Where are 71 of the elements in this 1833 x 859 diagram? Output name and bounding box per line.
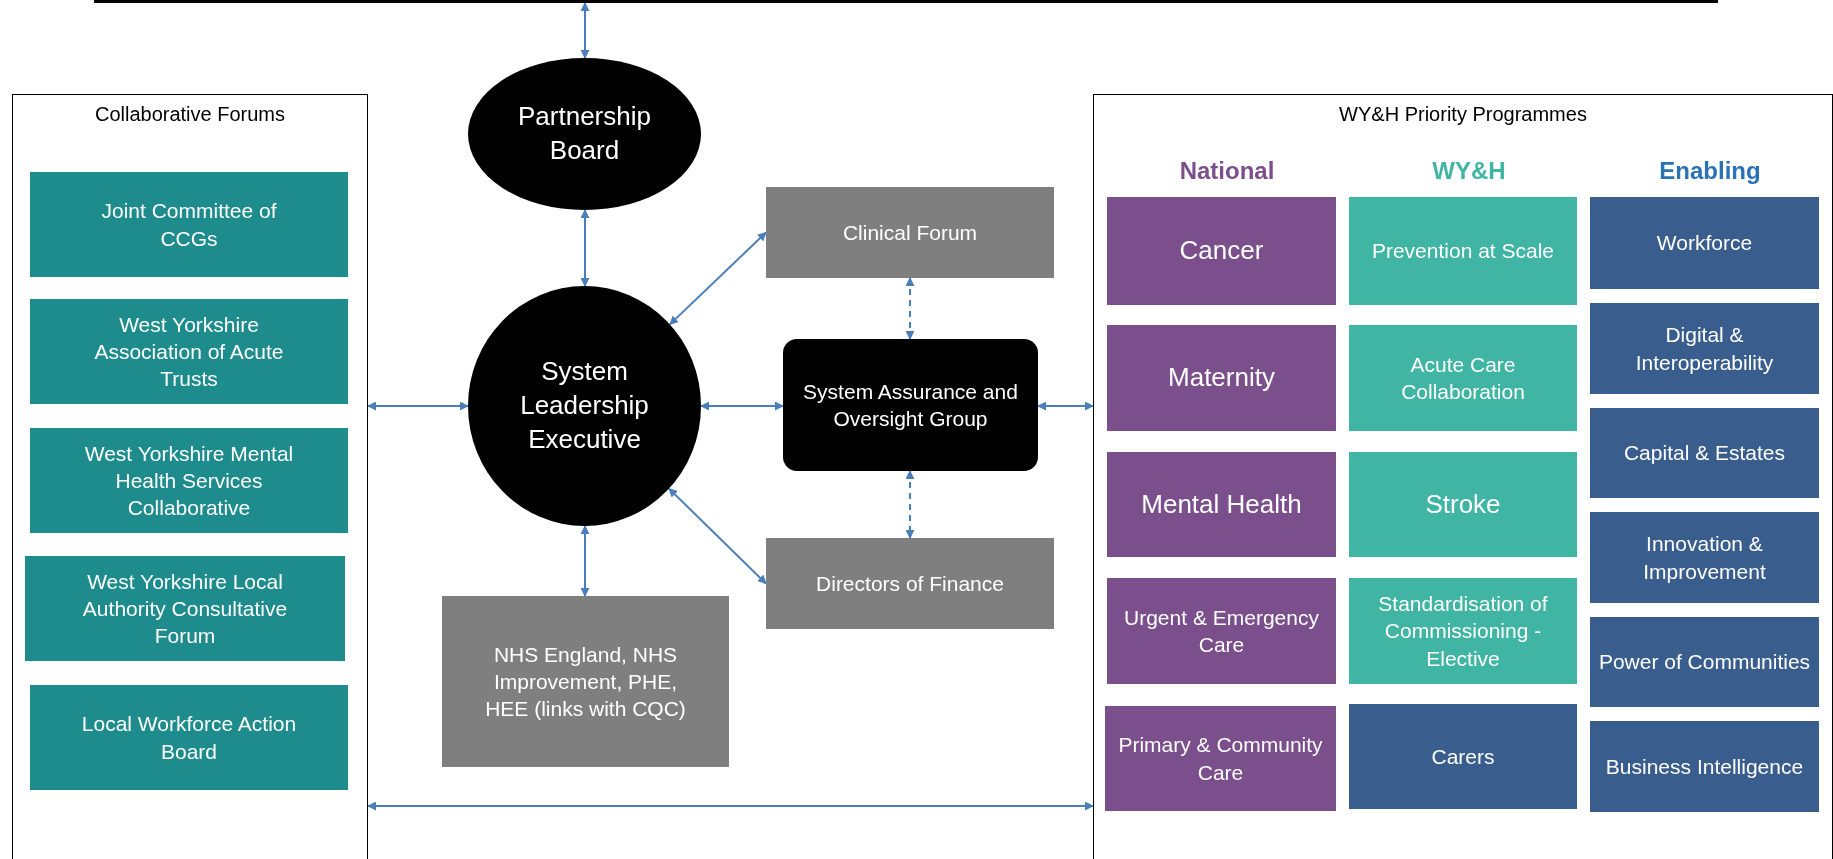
node-label: Joint Committee of CCGs (100, 198, 278, 252)
forum-box (1590, 721, 1819, 812)
forum-box (30, 428, 348, 533)
forum-box (1590, 617, 1819, 707)
node-label: Cancer (1178, 234, 1265, 268)
forum-box (1107, 197, 1336, 305)
connector-arrow (668, 231, 767, 326)
node-label: Carers (1430, 743, 1496, 770)
node-label: Capital & Estates (1622, 440, 1787, 467)
forum-box (1349, 197, 1577, 305)
node-label: West Yorkshire Mental Health Services Collaborative (83, 440, 295, 522)
node-label: Mental Health (1140, 487, 1303, 521)
connector-arrow (1037, 401, 1094, 411)
node-label: Maternity (1167, 361, 1276, 395)
forum-box (766, 538, 1054, 629)
node-label: NHS England, NHS Improvement, PHE, HEE (links with CQC) (484, 641, 687, 723)
node-label: Directors of Finance (815, 570, 1005, 597)
connector-arrow (580, 525, 590, 597)
node-label: System Assurance and Oversight Group (802, 378, 1019, 432)
forum-box (766, 187, 1054, 278)
forum-box (1590, 408, 1819, 498)
node-label: System Leadership Executive (519, 355, 650, 456)
node-label: Primary & Community Care (1117, 732, 1324, 786)
node-label: Stroke (1424, 487, 1502, 521)
node-label: Acute Care Collaboration (1400, 351, 1526, 405)
forum-box (442, 596, 729, 767)
node-label: Urgent & Emergency Care (1123, 604, 1320, 658)
forum-box (30, 299, 348, 404)
forum-box (25, 556, 345, 661)
node-label: Clinical Forum (841, 219, 979, 246)
node-label: Business Intelligence (1604, 753, 1805, 780)
connector-arrow (905, 277, 915, 340)
forum-box (1107, 578, 1336, 684)
forum-box (1349, 704, 1577, 809)
column-heading: Enabling (1658, 156, 1762, 186)
node-label: Power of Communities (1597, 649, 1812, 676)
forum-box (1105, 706, 1336, 811)
connector-arrow (905, 470, 915, 539)
group-box (783, 339, 1038, 471)
connector-arrow (580, 2, 590, 59)
top-rule (94, 0, 1718, 3)
node-label: West Yorkshire Association of Acute Trusts (93, 311, 285, 393)
forum-box (30, 172, 348, 277)
column-heading: WY&H (1431, 156, 1507, 186)
group-panel (1093, 94, 1833, 859)
connector-arrow (367, 401, 469, 411)
connector-arrow (700, 401, 784, 411)
node-label: Standardisation of Commissioning - Elective (1377, 591, 1549, 672)
forum-box (1107, 325, 1336, 431)
column-heading: National (1178, 156, 1276, 186)
node-label: Innovation & Improvement (1642, 531, 1767, 585)
node-label: Prevention at Scale (1370, 238, 1556, 265)
node-label: Digital & Interoperability (1634, 322, 1775, 376)
panel-title: Collaborative Forums (93, 102, 287, 127)
forum-box (1349, 452, 1577, 557)
forum-box (1590, 303, 1819, 394)
forum-box (1349, 578, 1577, 684)
node-label: West Yorkshire Local Authority Consultative Forum (81, 568, 289, 650)
forum-box (1590, 197, 1819, 289)
node-label: Workforce (1655, 230, 1754, 257)
forum-box (1590, 512, 1819, 603)
connector-arrow (668, 487, 767, 585)
node-label: Partnership Board (517, 100, 652, 167)
panel-title: WY&H Priority Programmes (1338, 102, 1588, 127)
forum-box (30, 685, 348, 790)
group-panel (12, 94, 368, 859)
forum-box (1349, 325, 1577, 431)
connector-arrow (580, 209, 590, 287)
forum-box (1107, 452, 1336, 557)
connector-arrow (367, 801, 1094, 811)
node-label: Local Workforce Action Board (80, 711, 298, 765)
